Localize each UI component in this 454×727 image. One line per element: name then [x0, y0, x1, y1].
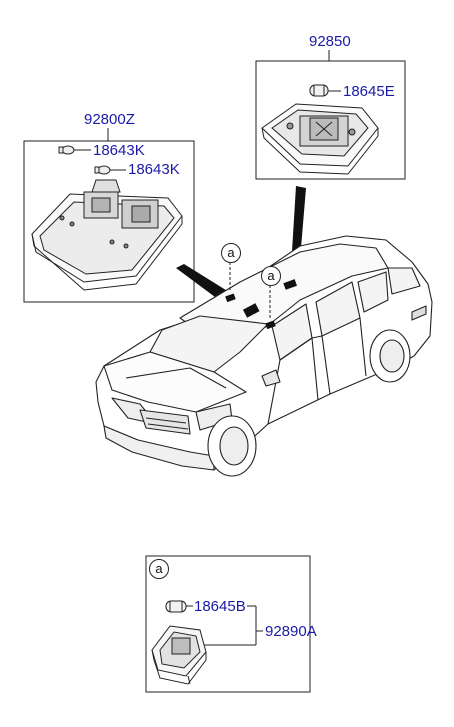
- callout-18643K-b: 18643K: [128, 161, 180, 178]
- roof-lamp-map: [283, 279, 298, 290]
- roof-lamp-a2: [265, 320, 276, 330]
- roof-lamp-a1: [225, 293, 236, 303]
- callout-18643K-a: 18643K: [93, 142, 145, 159]
- wedge-bulb-18643K-b: [94, 165, 126, 175]
- box-detail-a: [145, 555, 311, 693]
- roof-lamp-front: [242, 303, 260, 318]
- map-lamp-92850: [261, 103, 379, 175]
- box-92850: [255, 50, 406, 180]
- overhead-console-92800Z: [31, 179, 183, 291]
- sedan-car: [95, 235, 433, 477]
- callout-18645B: 18645B: [194, 598, 246, 615]
- wedge-bulb-18643K-a: [58, 145, 91, 155]
- festoon-bulb-18645E: [309, 84, 341, 97]
- lamp-92890A: [151, 625, 207, 685]
- festoon-bulb-18645B: [165, 600, 187, 613]
- callout-92890A: 92890A: [265, 623, 317, 640]
- marker-a1: a: [221, 243, 241, 263]
- marker-detail: a: [149, 559, 169, 579]
- callout-92800Z: 92800Z: [84, 111, 135, 128]
- box-92800Z: [23, 128, 195, 303]
- callout-18645E: 18645E: [343, 83, 395, 100]
- marker-a2: a: [261, 266, 281, 286]
- callout-92850: 92850: [309, 33, 351, 50]
